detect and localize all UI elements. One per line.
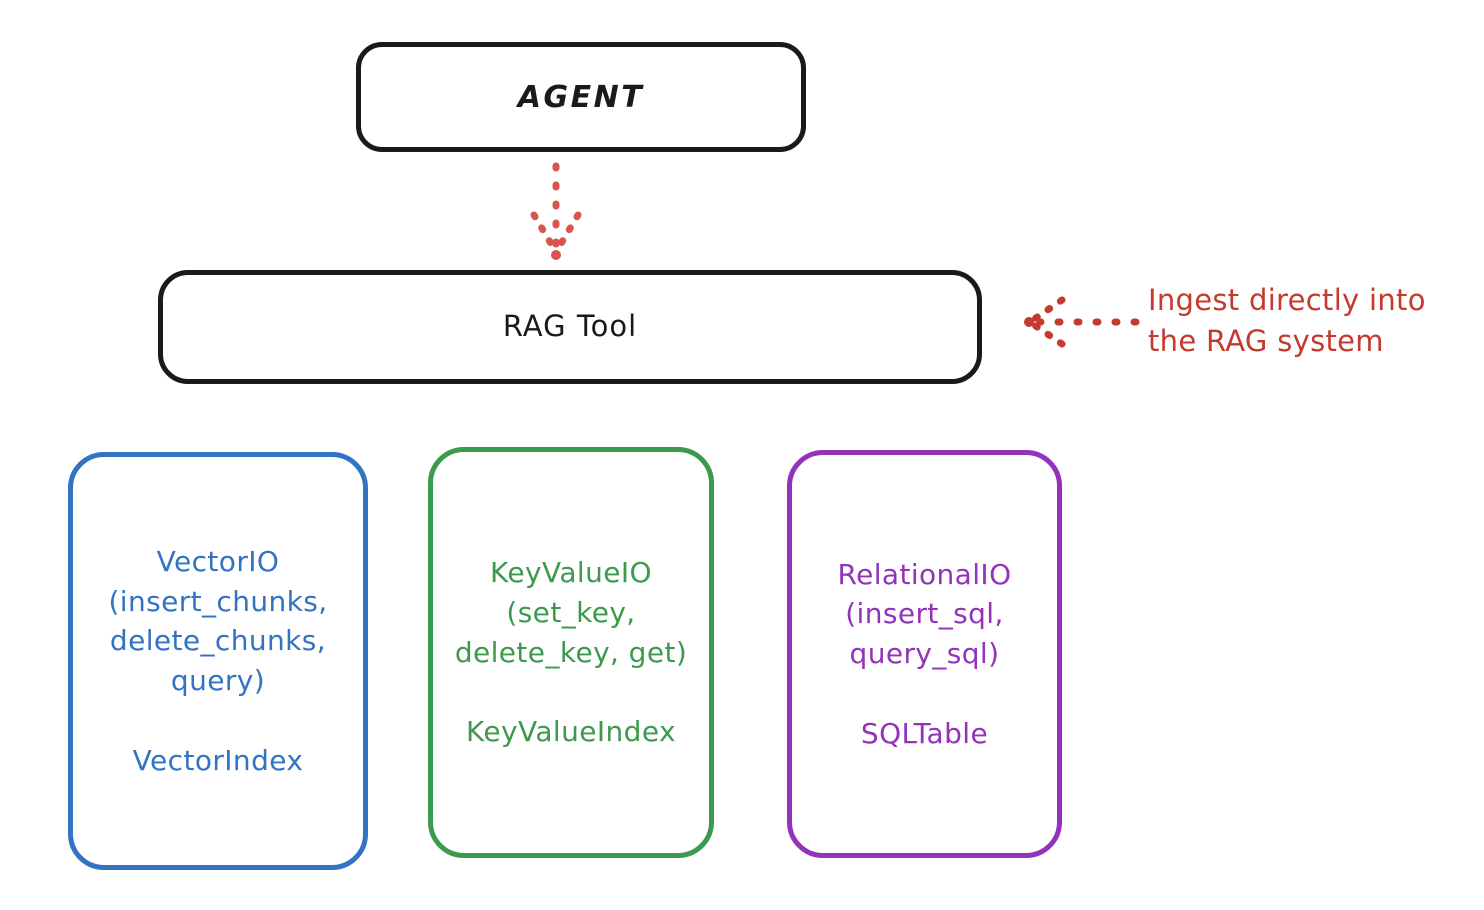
ingest-callout-arrow bbox=[1024, 296, 1140, 348]
node-vector-io[interactable]: VectorIO (insert_chunks, delete_chunks, … bbox=[68, 452, 368, 870]
node-rag-tool-label: RAG Tool bbox=[502, 309, 638, 344]
node-key-value-io[interactable]: KeyValueIO (set_key, delete_key, get) Ke… bbox=[428, 447, 714, 858]
agent-to-ragtool-arrow bbox=[530, 162, 582, 260]
node-rag-tool[interactable]: RAG Tool bbox=[158, 270, 982, 384]
node-relational-io[interactable]: RelationalIO (insert_sql, query_sql) SQL… bbox=[787, 450, 1062, 858]
node-relational-io-label: RelationalIO (insert_sql, query_sql) SQL… bbox=[837, 557, 1012, 750]
node-agent[interactable]: AGENT bbox=[356, 42, 806, 152]
node-vector-io-label: VectorIO (insert_chunks, delete_chunks, … bbox=[108, 544, 328, 777]
annotation-ingest-note: Ingest directly into the RAG system bbox=[1148, 283, 1426, 358]
node-key-value-io-label: KeyValueIO (set_key, delete_key, get) Ke… bbox=[454, 556, 688, 749]
node-agent-label: AGENT bbox=[517, 79, 645, 115]
